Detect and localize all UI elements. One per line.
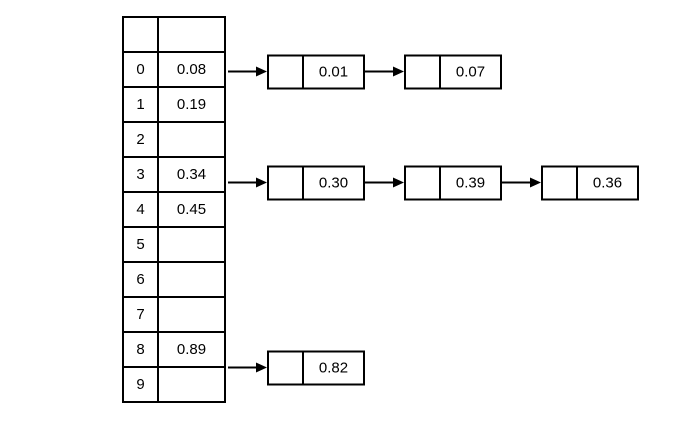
- bucket-index-cell: 4: [122, 191, 159, 228]
- list-node: 0.36: [541, 165, 639, 200]
- node-pointer-cell: [269, 56, 304, 87]
- arrow-right-icon: [365, 177, 404, 189]
- list-node: 0.01: [267, 54, 365, 89]
- node-value-cell: 0.39: [455, 174, 486, 191]
- bucket-index-cell: 5: [122, 226, 159, 263]
- bucket-value-cell: [157, 261, 226, 298]
- table-row: 0 0.08: [122, 51, 226, 88]
- node-value-cell: 0.82: [318, 359, 349, 376]
- node-value-cell: 0.36: [592, 174, 623, 191]
- arrow-right-icon: [228, 66, 267, 78]
- table-row: 2: [122, 121, 226, 158]
- bucket-index-cell: 0: [122, 51, 159, 88]
- list-node: 0.82: [267, 350, 365, 385]
- list-node: 0.07: [404, 54, 502, 89]
- table-row: 6: [122, 261, 226, 298]
- linked-list-bucket-0: 0.01 0.07: [228, 54, 502, 89]
- bucket-value-cell: 0.34: [157, 156, 226, 193]
- arrow-right-icon: [365, 66, 404, 78]
- bucket-index-cell: [122, 16, 159, 53]
- list-node: 0.30: [267, 165, 365, 200]
- arrow-right-icon: [228, 362, 267, 374]
- bucket-index-cell: 1: [122, 86, 159, 123]
- bucket-index-cell: 2: [122, 121, 159, 158]
- bucket-index-cell: 7: [122, 296, 159, 333]
- bucket-value-cell: 0.45: [157, 191, 226, 228]
- table-row: 5: [122, 226, 226, 263]
- node-pointer-cell: [269, 352, 304, 383]
- table-row: 8 0.89: [122, 331, 226, 368]
- node-pointer-cell: [269, 167, 304, 198]
- bucket-table: 0 0.08 1 0.19 2 3 0.34 4 0.45 5 6 7: [122, 16, 226, 403]
- node-value-cell: 0.01: [318, 63, 349, 80]
- bucket-index-cell: 9: [122, 366, 159, 403]
- bucket-value-cell: 0.89: [157, 331, 226, 368]
- node-pointer-cell: [406, 167, 441, 198]
- table-row: 7: [122, 296, 226, 333]
- arrow-right-icon: [502, 177, 541, 189]
- bucket-index-cell: 8: [122, 331, 159, 368]
- linked-list-bucket-8: 0.82: [228, 350, 365, 385]
- node-pointer-cell: [543, 167, 578, 198]
- bucket-index-cell: 3: [122, 156, 159, 193]
- linked-list-bucket-3: 0.30 0.39 0.36: [228, 165, 639, 200]
- bucket-value-cell: [157, 121, 226, 158]
- bucket-value-cell: [157, 16, 226, 53]
- bucket-value-cell: [157, 226, 226, 263]
- node-value-cell: 0.07: [455, 63, 486, 80]
- bucket-value-cell: 0.19: [157, 86, 226, 123]
- node-value-cell: 0.30: [318, 174, 349, 191]
- table-row: 1 0.19: [122, 86, 226, 123]
- table-row: 3 0.34: [122, 156, 226, 193]
- bucket-value-cell: 0.08: [157, 51, 226, 88]
- arrow-right-icon: [228, 177, 267, 189]
- bucket-value-cell: [157, 366, 226, 403]
- bucket-value-cell: [157, 296, 226, 333]
- bucket-index-cell: 6: [122, 261, 159, 298]
- table-row: [122, 16, 226, 53]
- table-row: 4 0.45: [122, 191, 226, 228]
- table-row: 9: [122, 366, 226, 403]
- node-pointer-cell: [406, 56, 441, 87]
- list-node: 0.39: [404, 165, 502, 200]
